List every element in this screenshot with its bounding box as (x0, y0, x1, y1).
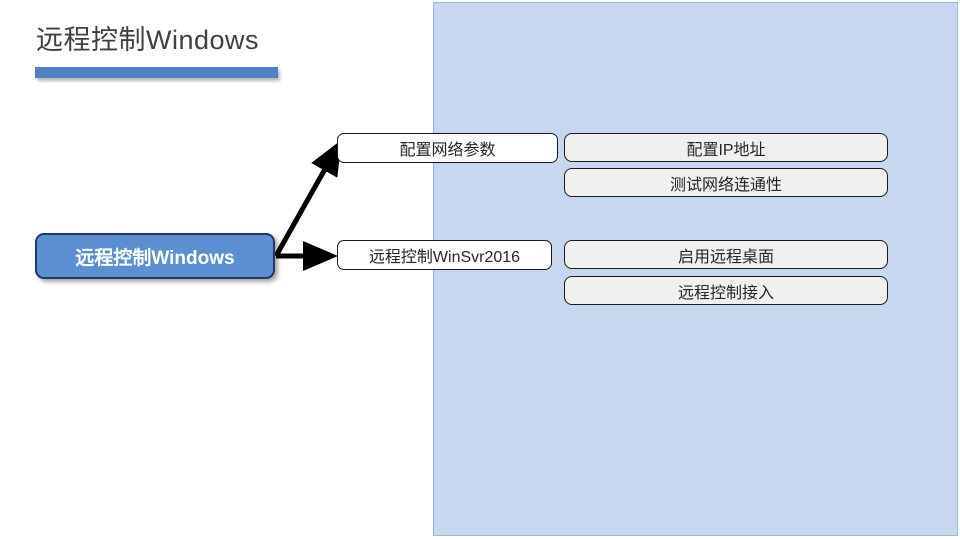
leaf-node-enable-remote-desktop[interactable]: 启用远程桌面 (564, 240, 888, 269)
leaf-node-remote-control-access[interactable]: 远程控制接入 (564, 276, 888, 305)
title-underline-bar (35, 67, 278, 78)
arrow-root-to-network (273, 139, 342, 258)
leaf-node-configure-ip-address[interactable]: 配置IP地址 (564, 133, 888, 162)
page-title: 远程控制Windows (36, 25, 260, 55)
root-node-remote-control-windows[interactable]: 远程控制Windows (35, 233, 275, 279)
branch-node-remote-control-winsvr2016[interactable]: 远程控制WinSvr2016 (337, 240, 552, 270)
leaf-node-test-network-connectivity[interactable]: 测试网络连通性 (564, 168, 888, 197)
branch-node-network-config[interactable]: 配置网络参数 (337, 133, 558, 163)
